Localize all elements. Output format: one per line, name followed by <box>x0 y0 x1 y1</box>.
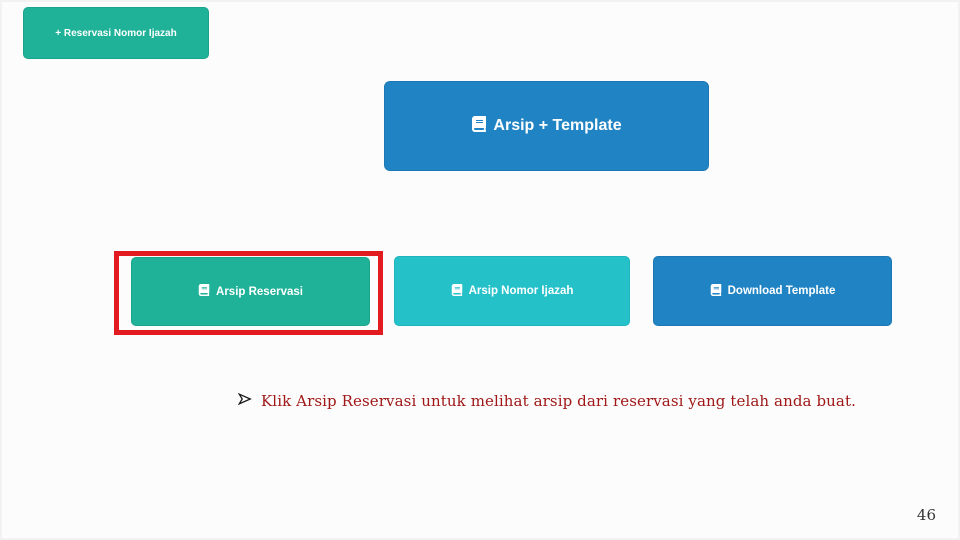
highlight-rectangle <box>114 251 383 335</box>
download-template-button[interactable]: Download Template <box>653 256 892 326</box>
instruction-text: Klik Arsip Reservasi untuk melihat arsip… <box>261 392 856 410</box>
reservasi-nomor-ijazah-button[interactable]: + Reservasi Nomor Ijazah <box>23 7 209 59</box>
page-number: 46 <box>916 506 936 524</box>
arsip-reservasi-button[interactable]: Arsip Reservasi <box>131 257 370 326</box>
arrowhead-bullet-icon <box>237 392 252 411</box>
arsip-nomor-ijazah-label: Arsip Nomor Ijazah <box>468 285 574 297</box>
arsip-template-button[interactable]: Arsip + Template <box>384 81 709 171</box>
book-icon <box>451 283 463 299</box>
download-template-label: Download Template <box>727 285 836 297</box>
book-icon <box>710 283 722 299</box>
book-icon <box>471 115 487 137</box>
instruction-line: Klik Arsip Reservasi untuk melihat arsip… <box>237 391 856 411</box>
arsip-reservasi-label: Arsip Reservasi <box>216 285 303 298</box>
book-icon <box>198 284 210 299</box>
arsip-nomor-ijazah-button[interactable]: Arsip Nomor Ijazah <box>394 256 630 326</box>
reservasi-nomor-ijazah-label: + Reservasi Nomor Ijazah <box>55 27 177 39</box>
arsip-template-label: Arsip + Template <box>493 117 622 134</box>
